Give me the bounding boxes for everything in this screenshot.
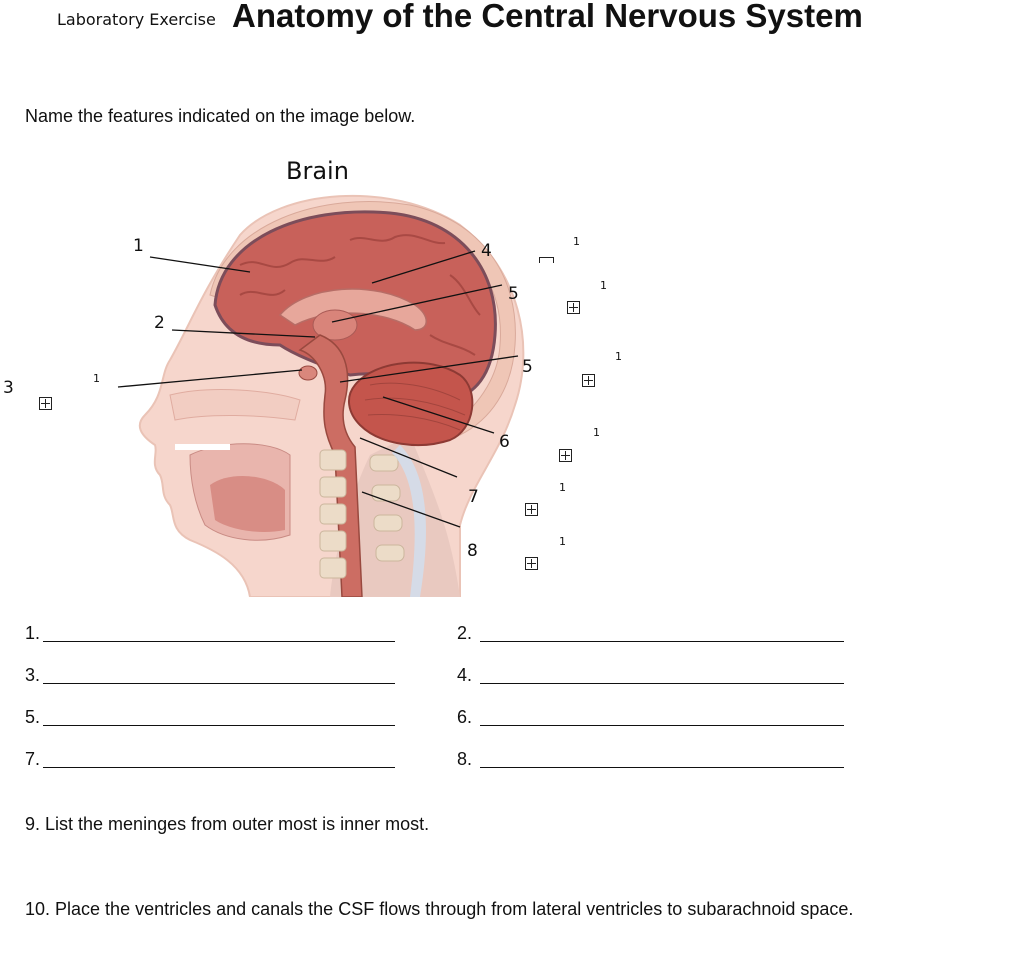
mark-small: 1: [600, 279, 607, 292]
nasal-cavity: [169, 389, 301, 421]
side-marker: 3: [3, 378, 14, 398]
callout-8: 8: [467, 541, 478, 561]
answer-label-6: 6.: [457, 707, 473, 727]
callout-7: 7: [468, 487, 479, 507]
tongue: [210, 475, 285, 532]
csf-space: [392, 445, 426, 597]
callout-5b: 5: [522, 357, 533, 377]
expand-box-icon[interactable]: [567, 301, 580, 314]
answer-line-8[interactable]: [480, 766, 844, 768]
answer-label-4: 4.: [457, 665, 473, 685]
brainstem: [298, 334, 363, 597]
callout-2: 2: [154, 313, 165, 333]
page-title: Anatomy of the Central Nervous System: [232, 0, 863, 34]
mark-small: 1: [615, 350, 622, 363]
answer-label-2: 2.: [457, 623, 473, 643]
expand-box-icon[interactable]: [559, 449, 572, 462]
answer-label-5: 5.: [25, 707, 41, 727]
callout-6: 6: [499, 432, 510, 452]
brain-sagittal-illustration: [138, 194, 525, 597]
mark-small: 1: [573, 235, 580, 248]
expand-box-icon[interactable]: [39, 397, 52, 410]
answer-line-7[interactable]: [43, 766, 395, 768]
answer-label-8: 8.: [457, 749, 473, 769]
pituitary: [298, 365, 318, 381]
question-9: 9. List the meninges from outer most is …: [25, 814, 430, 834]
expand-box-icon[interactable]: [582, 374, 595, 387]
answer-label-3: 3.: [25, 665, 41, 685]
callout-1: 1: [133, 236, 144, 256]
mark-small: 1: [593, 426, 600, 439]
expand-box-icon[interactable]: [525, 557, 538, 570]
header-subtitle: Laboratory Exercise: [57, 10, 216, 29]
instructions-text: Name the features indicated on the image…: [25, 106, 416, 126]
answer-line-3[interactable]: [43, 682, 395, 684]
mark-small: 1: [559, 535, 566, 548]
question-10: 10. Place the ventricles and canals the …: [25, 899, 854, 919]
answer-label-1: 1.: [25, 623, 41, 643]
callout-5a: 5: [508, 284, 519, 304]
thalamus: [312, 309, 358, 341]
answer-label-7: 7.: [25, 749, 41, 769]
answer-line-1[interactable]: [43, 640, 395, 642]
mark-small: 1: [559, 481, 566, 494]
answer-line-2[interactable]: [480, 640, 844, 642]
expand-box-icon[interactable]: [539, 257, 554, 263]
answer-line-6[interactable]: [480, 724, 844, 726]
mark-small: 1: [93, 372, 100, 385]
vertebrae: [319, 449, 405, 579]
figure-title: Brain: [286, 157, 349, 185]
answer-line-5[interactable]: [43, 724, 395, 726]
callout-4: 4: [481, 241, 492, 261]
expand-box-icon[interactable]: [525, 503, 538, 516]
answer-line-4[interactable]: [480, 682, 844, 684]
